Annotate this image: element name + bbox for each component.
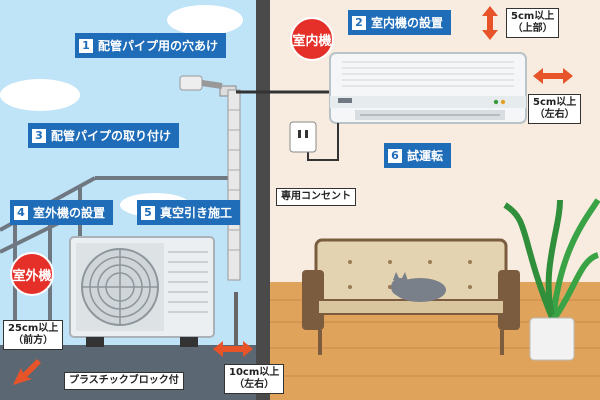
side-clearance-note: 5cm以上 （左右） [528, 94, 582, 124]
plastic-block-note: プラスチックブロック付 [64, 372, 184, 390]
pipe-cap [179, 75, 203, 91]
step-text: 室内機の設置 [371, 16, 444, 30]
step-1-label: 1 配管パイプ用の穴あけ [75, 33, 227, 58]
step-number: 1 [79, 38, 93, 53]
pipe-cover [227, 89, 241, 281]
step-number: 3 [32, 128, 46, 143]
step-number: 4 [14, 205, 28, 220]
outdoor-unit-badge: 室外機 [10, 252, 54, 296]
step-text: 真空引き施工 [160, 206, 233, 220]
wall-section [256, 0, 270, 400]
indoor-unit [329, 52, 527, 124]
outdoor-unit [69, 236, 215, 347]
step-text: 配管パイプの取り付け [51, 129, 172, 143]
pipe-joint [201, 80, 223, 89]
step-3-label: 3 配管パイプの取り付け [28, 123, 180, 148]
cloud [167, 5, 243, 35]
outlet [289, 121, 317, 153]
indoor-unit-badge: 室内機 [290, 17, 334, 61]
step-number: 6 [388, 148, 402, 163]
outlet-note: 専用コンセント [276, 188, 356, 206]
step-text: 室外機の設置 [33, 206, 106, 220]
step-4-label: 4 室外機の設置 [10, 200, 114, 225]
step-text: 配管パイプ用の穴あけ [98, 39, 219, 53]
sleeping-cat [391, 272, 446, 302]
step-number: 2 [352, 15, 366, 30]
sofa [302, 238, 520, 355]
front-clearance-note: 25cm以上 （前方） [3, 320, 64, 350]
outdoor-side-clearance-note: 10cm以上 （左右） [224, 364, 285, 394]
step-6-label: 6 試運転 [384, 143, 452, 168]
step-text: 試運転 [407, 149, 444, 163]
clearance-arrows [13, 6, 573, 385]
cloud [0, 79, 80, 111]
potted-plant [503, 198, 600, 361]
power-cord [307, 123, 339, 161]
step-number: 5 [141, 205, 155, 220]
step-2-label: 2 室内機の設置 [348, 10, 452, 35]
step-5-label: 5 真空引き施工 [137, 200, 241, 225]
top-clearance-note: 5cm以上 （上部） [506, 8, 560, 38]
